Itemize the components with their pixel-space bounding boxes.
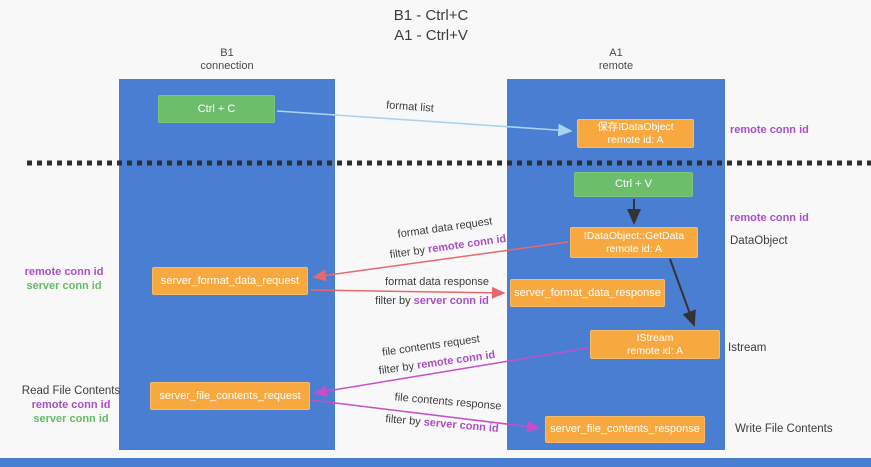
save-dataobject-line2: remote id: A — [607, 133, 664, 146]
server-file-contents-response-label: server_file_contents_response — [550, 423, 700, 435]
server-conn-id-left-2: server conn id — [33, 413, 109, 425]
filter-by-text: filter by — [378, 359, 418, 378]
file-contents-response-label: file contents response — [394, 391, 502, 413]
getdata-box: IDataObject::GetData remote id: A — [570, 227, 698, 258]
server-conn-id-text: server conn id — [413, 295, 489, 307]
format-data-response-arrow — [310, 286, 506, 299]
server-conn-id-text: server conn id — [423, 416, 500, 435]
istream-side-label: Istream — [728, 342, 767, 354]
format-data-response-label: format data response — [385, 276, 489, 288]
server-format-data-request-box: server_format_data_request — [152, 267, 308, 295]
diagram-title: B1 - Ctrl+C A1 - Ctrl+V — [394, 6, 469, 46]
server-file-contents-response-box: server_file_contents_response — [545, 416, 705, 443]
filter-by-server-1: filter by server conn id — [375, 295, 489, 307]
filter-by-server-2: filter by server conn id — [385, 413, 499, 435]
server-conn-id-left-1: server conn id — [26, 280, 102, 292]
write-file-contents-label: Write File Contents — [735, 423, 833, 435]
ctrl-c-box: Ctrl + C — [158, 95, 275, 123]
remote-conn-id-right-2: remote conn id — [730, 212, 809, 224]
left-column-name: B1 — [220, 47, 234, 59]
server-format-data-response-box: server_format_data_response — [510, 279, 665, 307]
istream-box: IStream remote id: A — [590, 330, 720, 359]
title-line-2: A1 - Ctrl+V — [394, 27, 468, 44]
right-column-name: A1 — [609, 47, 623, 59]
remote-conn-id-left-2: remote conn id — [31, 399, 111, 411]
format-list-label: format list — [385, 99, 435, 115]
save-dataobject-box: 保存IDataObject remote id: A — [577, 119, 694, 148]
left-read-file-group: Read File Contents remote conn id server… — [22, 384, 120, 426]
filter-by-text: filter by — [384, 413, 425, 429]
istream-line1: IStream — [636, 331, 674, 344]
right-column-header: A1 remote — [599, 47, 633, 73]
server-format-data-request-label: server_format_data_request — [160, 274, 300, 287]
save-dataobject-line1: 保存IDataObject — [597, 120, 674, 133]
ctrl-c-label: Ctrl + C — [197, 102, 236, 115]
read-file-contents-label: Read File Contents — [21, 385, 121, 397]
remote-conn-id-right-1: remote conn id — [730, 124, 809, 136]
ctrl-v-label: Ctrl + V — [615, 178, 652, 190]
left-column-subtitle: connection — [200, 60, 254, 72]
remote-conn-id-text: remote conn id — [427, 232, 507, 256]
server-file-contents-request-box: server_file_contents_request — [150, 382, 310, 410]
remote-conn-id-left-1: remote conn id — [24, 266, 104, 278]
filter-by-text: filter by — [389, 243, 429, 262]
server-file-contents-request-label: server_file_contents_request — [159, 389, 301, 402]
server-format-data-response-label: server_format_data_response — [514, 286, 661, 299]
dataobject-label: DataObject — [730, 235, 788, 247]
getdata-line1: IDataObject::GetData — [583, 229, 685, 242]
left-conn-id-group-1: remote conn id server conn id — [25, 265, 104, 293]
istream-line2: remote id: A — [626, 344, 684, 357]
ctrl-v-box: Ctrl + V — [574, 172, 693, 197]
left-column-header: B1 connection — [200, 47, 253, 73]
title-line-1: B1 - Ctrl+C — [393, 7, 469, 24]
getdata-line2: remote id: A — [605, 242, 663, 255]
filter-by-text: filter by — [375, 295, 414, 307]
bottom-blue-strip — [0, 458, 871, 467]
right-column-subtitle: remote — [598, 60, 634, 72]
